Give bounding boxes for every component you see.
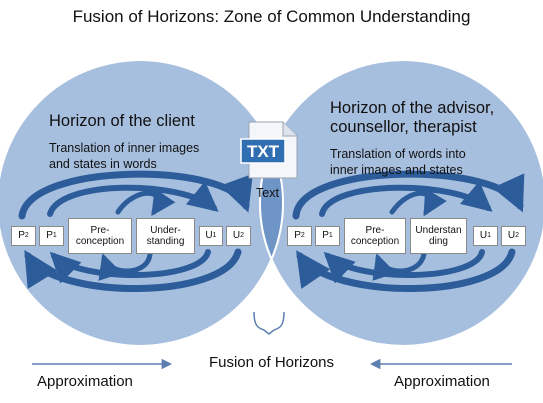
- right-heading-line1: Horizon of the advisor,: [330, 99, 495, 117]
- text-document-icon: [240, 121, 298, 179]
- left-subtitle-line2: and states in words: [49, 157, 157, 171]
- right-box-understanding: Understan ding: [410, 218, 467, 254]
- left-heading: Horizon of the client: [49, 112, 195, 130]
- left-approximation-label: Approximation: [37, 373, 133, 390]
- text-caption: Text: [256, 186, 279, 200]
- diagram-title: Fusion of Horizons: Zone of Common Under…: [72, 7, 471, 26]
- right-subtitle-line2: inner images and states: [330, 163, 463, 177]
- fusion-label: Fusion of Horizons: [208, 354, 335, 371]
- right-approximation-label: Approximation: [394, 373, 490, 390]
- right-subtitle-line1: Translation of words into: [330, 147, 466, 161]
- right-heading-line2: counsellor, therapist: [330, 118, 477, 136]
- left-subtitle-line1: Translation of inner images: [49, 141, 200, 155]
- txt-badge-label: TXT: [246, 142, 280, 161]
- right-hermeneutic-arrows: [292, 170, 525, 292]
- left-hermeneutic-arrows: [18, 170, 253, 292]
- fusion-brace: [253, 311, 285, 335]
- right-box-preconception: Pre- conception: [344, 218, 406, 254]
- left-box-understanding: Under- standing: [136, 218, 195, 254]
- left-box-preconception: Pre- conception: [68, 218, 132, 254]
